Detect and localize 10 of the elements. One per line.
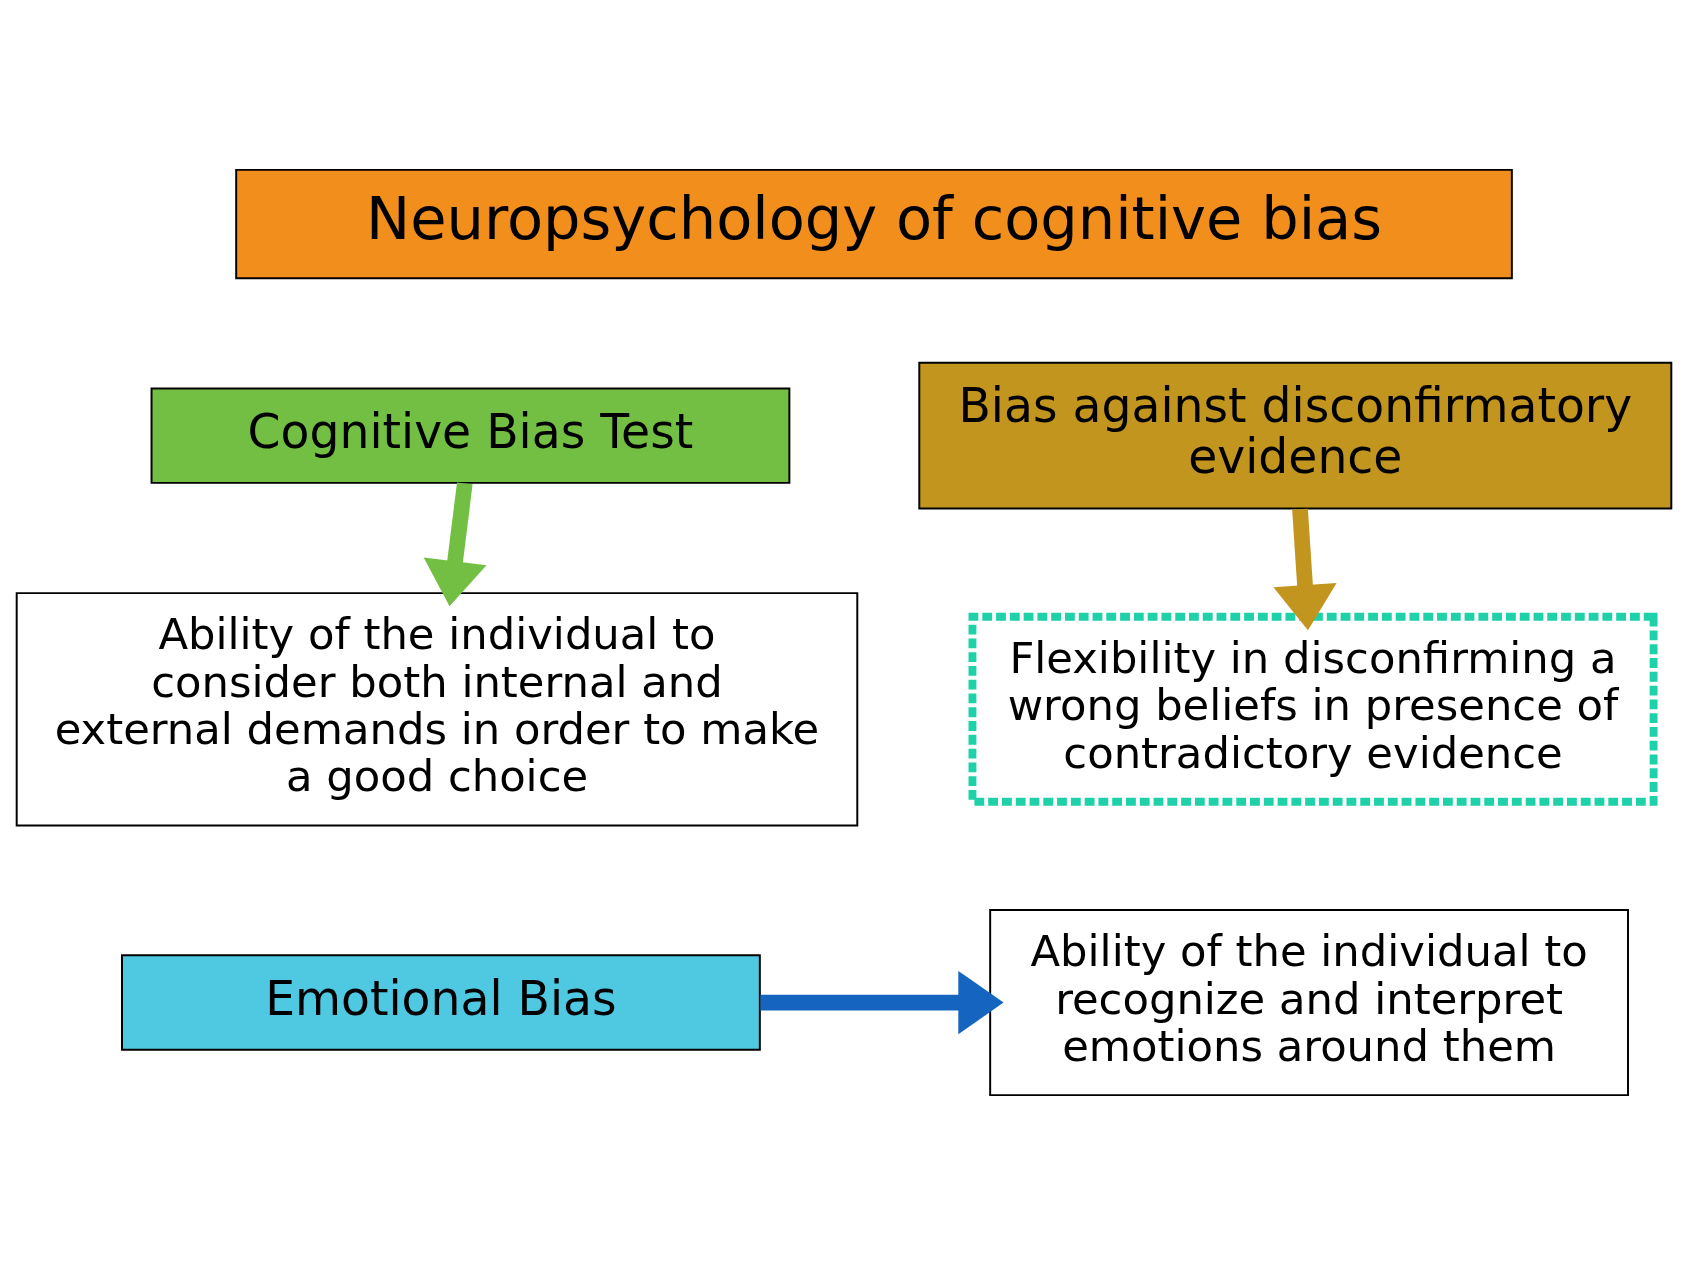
arrow [423, 482, 487, 607]
node-box: Flexibility in disconfirming a wrong beliefs in presence of contradictory evidence [968, 612, 1658, 806]
arrow [1273, 508, 1337, 631]
node-box: Bias against disconfirmatory evidence [918, 361, 1673, 510]
node-box: Cognitive Bias Test [150, 387, 791, 484]
arrow [760, 970, 1004, 1035]
node-box: Neuropsychology of cognitive bias [235, 168, 1513, 280]
node-box: Ability of the individual to recognize and interpret emotions around them [989, 909, 1629, 1097]
node-box: Emotional Bias [121, 954, 761, 1051]
node-box: Ability of the individual to consider both internal and external demands in order to make a good choice [15, 592, 859, 827]
